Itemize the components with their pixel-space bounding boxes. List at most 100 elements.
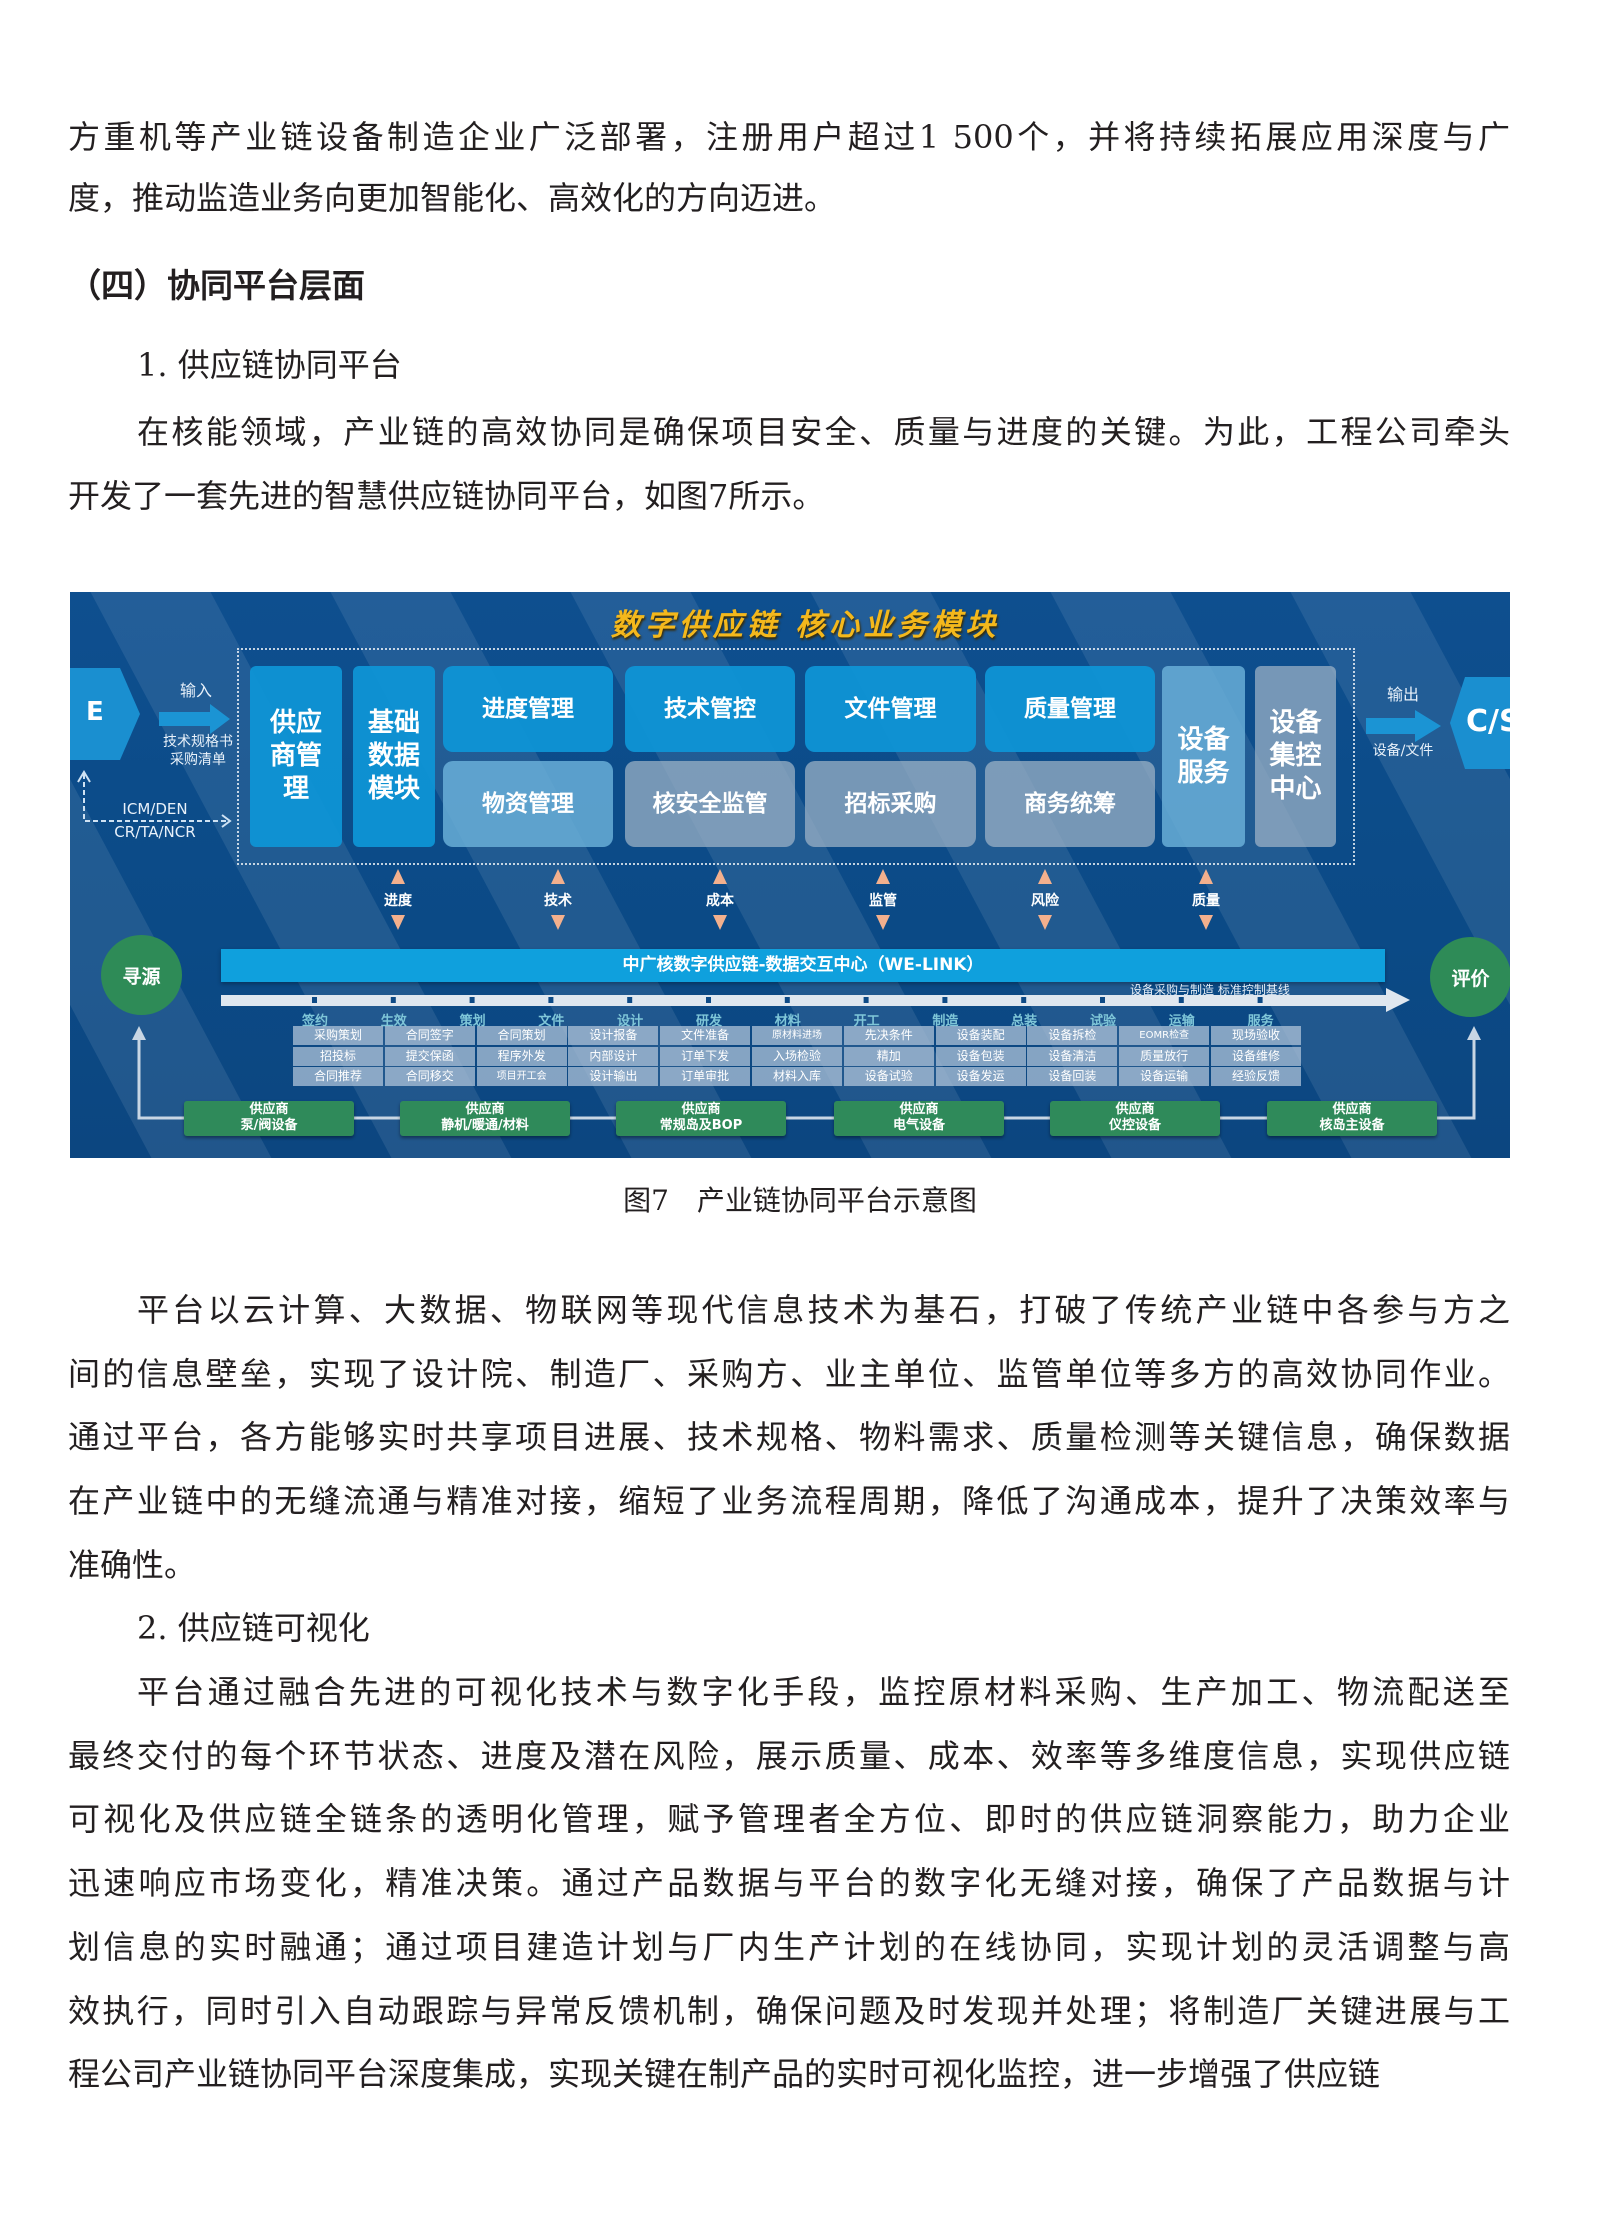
module-file[interactable]: 文件管理 bbox=[805, 666, 976, 752]
body-text-line: 开发了一套先进的智慧供应链协同平台，如图7所示。 bbox=[68, 477, 825, 515]
body-text-line: 方重机等产业链设备制造企业广泛部署，注册用户超过1 500个，并将持续拓展应用深… bbox=[68, 118, 1510, 156]
task-cell[interactable]: EOMR检查 bbox=[1119, 1026, 1210, 1045]
task-cell[interactable]: 先决条件 bbox=[843, 1026, 934, 1045]
task-cell[interactable]: 现场验收 bbox=[1211, 1026, 1301, 1045]
module-equipment-service[interactable]: 设备服务 bbox=[1162, 666, 1245, 847]
arrow-up-icon bbox=[876, 869, 890, 884]
body-text-line: 间的信息壁垒，实现了设计院、制造厂、采购方、业主单位、监管单位等多方的高效协同作… bbox=[68, 1354, 1510, 1393]
task-cell[interactable]: 设备发运 bbox=[935, 1067, 1026, 1086]
we-link-hub-bar[interactable]: 中广核数字供应链-数据交互中心（WE-LINK） bbox=[221, 949, 1385, 982]
module-tech[interactable]: 技术管控 bbox=[625, 666, 795, 752]
task-cell[interactable]: 精加 bbox=[843, 1047, 934, 1066]
supplier-label: 供应商 bbox=[681, 1102, 721, 1117]
body-text-line: 通过平台，各方能够实时共享项目进展、技术规格、物料需求、质量检测等关键信息，确保… bbox=[68, 1418, 1510, 1457]
output-arrow-icon bbox=[1366, 710, 1441, 742]
task-cell[interactable]: 设备回装 bbox=[1027, 1067, 1118, 1086]
supplier-box[interactable]: 供应商核岛主设备 bbox=[1267, 1101, 1437, 1136]
task-cell[interactable]: 设计输出 bbox=[568, 1067, 659, 1086]
task-cell[interactable]: 设备包装 bbox=[935, 1047, 1026, 1066]
kpi-label: 进度 bbox=[384, 893, 412, 909]
task-cell[interactable]: 招投标 bbox=[293, 1047, 383, 1066]
kpi-label: 技术 bbox=[544, 893, 572, 909]
task-cell[interactable]: 采购策划 bbox=[293, 1026, 383, 1045]
input-label: 输入 bbox=[179, 681, 212, 700]
arrow-down-icon bbox=[713, 915, 727, 930]
e-node-shape bbox=[70, 668, 140, 760]
feedback-doc: CR/TA/NCR bbox=[114, 823, 196, 841]
module-equipment-control-center[interactable]: 设备集控中心 bbox=[1255, 666, 1336, 847]
source-label: 寻源 bbox=[122, 965, 161, 988]
body-text-line: 划信息的实时融通；通过项目建造计划与厂内生产计划的在线协同，实现计划的灵活调整与… bbox=[68, 1927, 1510, 1966]
body-text-line: 在产业链中的无缝流通与精准对接，缩短了业务流程周期，降低了沟通成本，提升了决策效… bbox=[68, 1482, 1510, 1521]
task-cell[interactable]: 合同推荐 bbox=[293, 1067, 383, 1086]
section-heading: （四）协同平台层面 bbox=[68, 266, 365, 305]
task-cell[interactable]: 设备清洁 bbox=[1027, 1047, 1118, 1066]
task-cell[interactable]: 设备拆检 bbox=[1027, 1026, 1118, 1045]
diagram-title: 数字供应链 核心业务模块 bbox=[610, 608, 1000, 643]
task-cell[interactable]: 订单审批 bbox=[660, 1067, 751, 1086]
supplier-label: 供应商 bbox=[899, 1102, 939, 1117]
body-text-line: 程公司产业链协同平台深度集成，实现关键在制产品的实时可视化监控，进一步增强了供应… bbox=[68, 2055, 1381, 2094]
arrow-up-icon bbox=[1038, 869, 1052, 884]
phase-label: 运输 bbox=[1168, 1014, 1195, 1029]
task-cell[interactable]: 程序外发 bbox=[476, 1047, 567, 1066]
phase-label: 设计 bbox=[617, 1014, 644, 1029]
module-label: 供应商管理 bbox=[269, 708, 322, 804]
supplier-category: 电气设备 bbox=[892, 1118, 945, 1133]
supplier-box[interactable]: 供应商仪控设备 bbox=[1050, 1101, 1220, 1136]
arrow-up-icon bbox=[551, 869, 565, 884]
supplier-box[interactable]: 供应商泵/阀设备 bbox=[184, 1101, 354, 1136]
source-node[interactable]: 寻源 bbox=[101, 935, 182, 1015]
input-doc: 采购清单 bbox=[170, 752, 226, 768]
module-supplier-management[interactable]: 供应商管理 bbox=[250, 666, 342, 847]
task-cell[interactable]: 设备运输 bbox=[1119, 1067, 1210, 1086]
task-cell[interactable]: 提交保函 bbox=[384, 1047, 475, 1066]
module-material[interactable]: 物资管理 bbox=[443, 761, 613, 847]
task-cell[interactable]: 材料入库 bbox=[752, 1067, 842, 1086]
loop-line bbox=[137, 1032, 1476, 1120]
input-arrow-icon bbox=[159, 704, 230, 734]
module-label: 基础数据模块 bbox=[367, 708, 420, 804]
task-cell[interactable]: 内部设计 bbox=[568, 1047, 659, 1066]
supplier-box[interactable]: 供应商电气设备 bbox=[834, 1101, 1004, 1136]
module-quality[interactable]: 质量管理 bbox=[985, 666, 1155, 752]
phase-label: 总装 bbox=[1011, 1014, 1038, 1029]
task-cell[interactable]: 设计报备 bbox=[568, 1026, 659, 1045]
kpi-label: 监管 bbox=[869, 893, 897, 909]
supplier-box[interactable]: 供应商常规岛及BOP bbox=[616, 1101, 786, 1136]
module-nuclear-safety[interactable]: 核安全监管 bbox=[625, 761, 795, 847]
timeline-tick bbox=[627, 997, 633, 1003]
arrow-up-icon bbox=[391, 869, 405, 884]
task-cell[interactable]: 设备装配 bbox=[935, 1026, 1026, 1045]
output-docs: 设备/文件 bbox=[1372, 743, 1434, 759]
supplier-category: 核岛主设备 bbox=[1319, 1118, 1385, 1133]
supplier-label: 供应商 bbox=[465, 1102, 505, 1117]
supplier-box[interactable]: 供应商静机/暖通/材料 bbox=[400, 1101, 570, 1136]
input-doc: 技术规格书 bbox=[163, 734, 233, 750]
module-bidding[interactable]: 招标采购 bbox=[805, 761, 976, 847]
task-cell[interactable]: 质量放行 bbox=[1119, 1047, 1210, 1066]
module-progress[interactable]: 进度管理 bbox=[443, 666, 613, 752]
task-cell[interactable]: 入场检验 bbox=[752, 1047, 842, 1066]
body-text-line: 在核能领域，产业链的高效协同是确保项目安全、质量与进度的关键。为此，工程公司牵头 bbox=[137, 413, 1510, 451]
timeline-tick bbox=[784, 997, 790, 1003]
task-cell[interactable]: 合同签字 bbox=[384, 1026, 475, 1045]
task-cell[interactable]: 项目开工会 bbox=[476, 1067, 567, 1086]
task-cell[interactable]: 订单下发 bbox=[660, 1047, 751, 1066]
task-cell[interactable]: 合同策划 bbox=[476, 1026, 567, 1045]
task-cell[interactable]: 文件准备 bbox=[660, 1026, 751, 1045]
phase-label: 开工 bbox=[853, 1014, 880, 1029]
supplier-category: 静机/暖通/材料 bbox=[441, 1118, 529, 1133]
task-cell[interactable]: 设备试验 bbox=[843, 1067, 934, 1086]
task-cell[interactable]: 原材料进场 bbox=[752, 1026, 842, 1045]
evaluate-node[interactable]: 评价 bbox=[1430, 937, 1510, 1017]
module-business[interactable]: 商务统筹 bbox=[985, 761, 1155, 847]
supplier-category: 仪控设备 bbox=[1108, 1118, 1161, 1133]
task-cell[interactable]: 经验反馈 bbox=[1211, 1067, 1301, 1086]
timeline-tick bbox=[1178, 997, 1184, 1003]
module-base-data[interactable]: 基础数据模块 bbox=[353, 666, 435, 847]
arrow-down-icon bbox=[876, 915, 890, 930]
task-cell[interactable]: 合同移交 bbox=[384, 1067, 475, 1086]
task-cell[interactable]: 设备维修 bbox=[1211, 1047, 1301, 1066]
figure-caption: 图7 产业链协同平台示意图 bbox=[623, 1184, 977, 1217]
